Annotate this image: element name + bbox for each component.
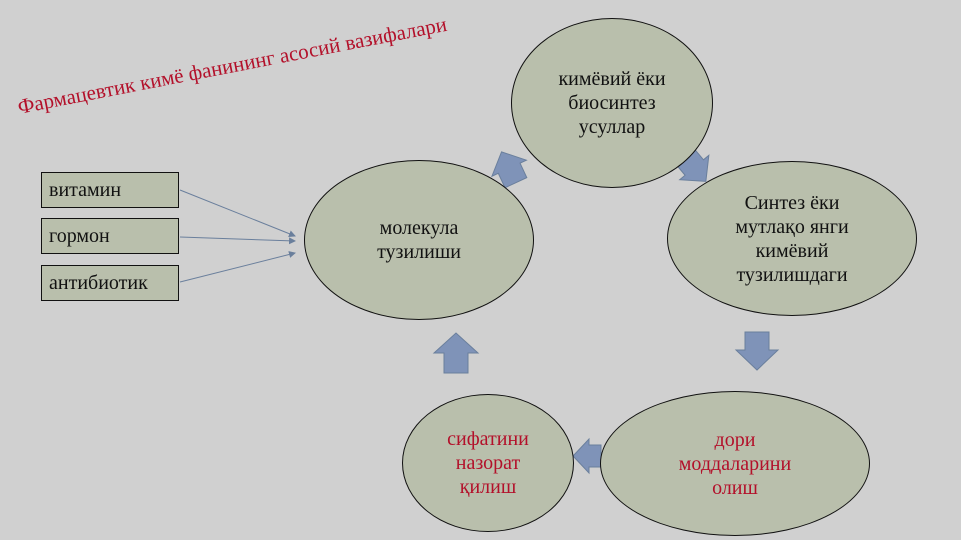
source-box-vitamin: витамин	[41, 172, 179, 208]
node-text: дори моддаларини олиш	[678, 428, 792, 499]
cycle-node-molecule-structure: молекула тузилиши	[304, 160, 534, 320]
cycle-node-synthesis-methods: кимёвий ёки биосинтез усуллар	[511, 18, 713, 188]
source-box-antibiotic: антибиотик	[41, 265, 179, 301]
source-label: гормон	[49, 224, 110, 247]
node-text: кимёвий ёки биосинтез усуллар	[558, 68, 666, 138]
connector-hormone	[179, 236, 296, 245]
cycle-node-new-structure-synthesis: Синтез ёки мутлақо янги кимёвий тузилишд…	[667, 161, 917, 316]
arrow-drugs-to-quality	[572, 437, 602, 475]
node-text: молекула тузилиши	[377, 217, 461, 263]
source-label: антибиотик	[49, 271, 148, 294]
arrow-molecule-to-methods	[491, 151, 528, 189]
connector-antibiotic	[179, 251, 296, 283]
source-label: витамин	[49, 178, 122, 201]
source-box-hormone: гормон	[41, 218, 179, 254]
arrow-quality-to-molecule	[432, 332, 480, 374]
cycle-node-quality-control: сифатини назорат қилиш	[402, 394, 574, 532]
cycle-node-drug-production: дори моддаларини олиш	[600, 391, 870, 536]
arrow-synthesis-to-drugs	[734, 331, 780, 371]
connector-vitamin	[179, 189, 296, 238]
node-text: Синтез ёки мутлақо янги кимёвий тузилишд…	[735, 191, 849, 286]
node-text: сифатини назорат қилиш	[447, 428, 529, 498]
